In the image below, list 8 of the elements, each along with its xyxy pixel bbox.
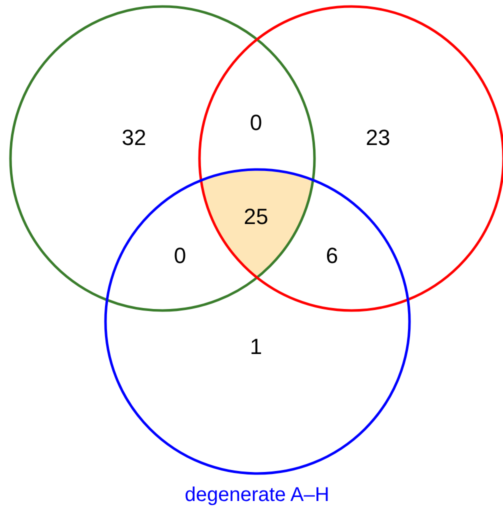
region-count: 6 xyxy=(326,243,338,269)
region-count: 0 xyxy=(250,110,262,136)
region-count: 23 xyxy=(366,125,390,151)
region-count: 32 xyxy=(122,125,146,151)
region-count: 0 xyxy=(174,243,186,269)
region-count: 25 xyxy=(244,204,268,230)
set-label: degenerate A–H xyxy=(184,484,330,506)
region-count: 1 xyxy=(250,334,262,360)
